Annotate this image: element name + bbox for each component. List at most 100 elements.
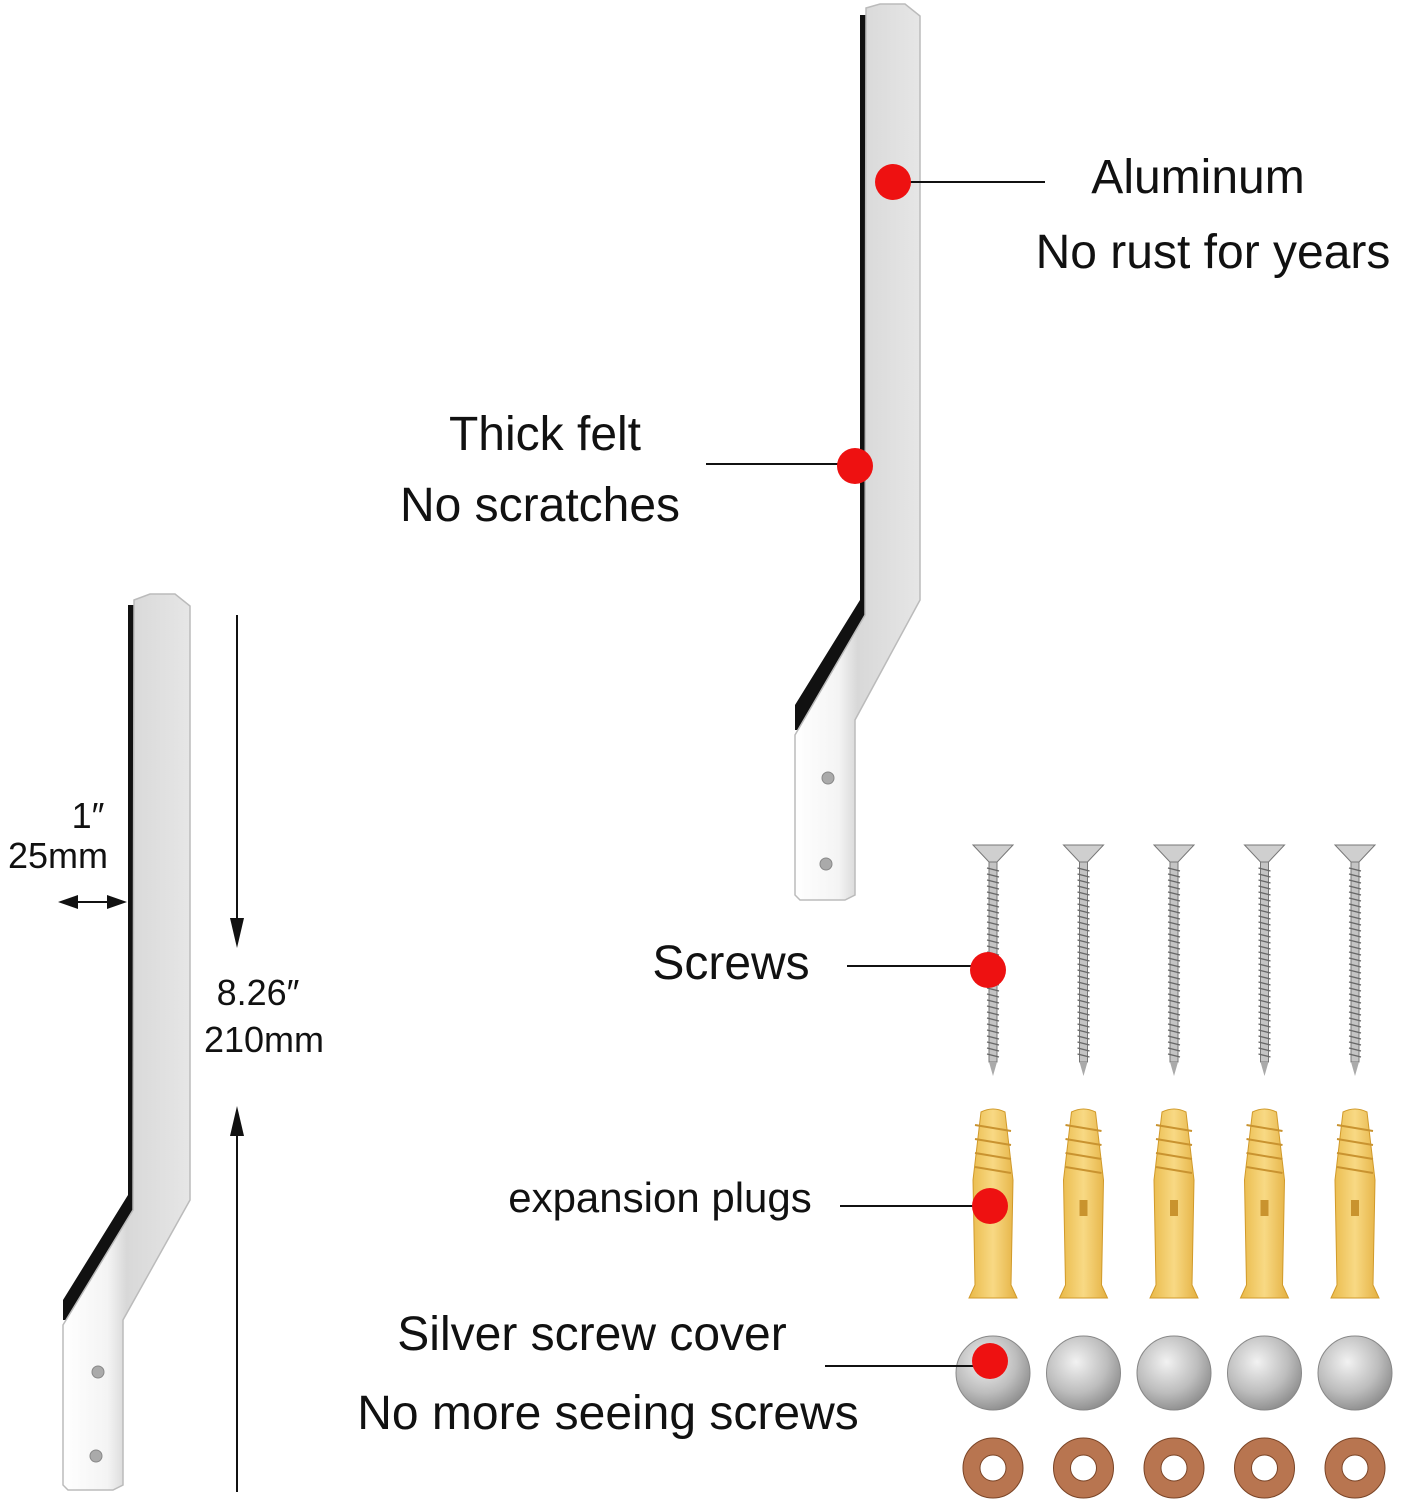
marker-dot xyxy=(972,1343,1008,1379)
callout-felt: Thick felt No scratches xyxy=(400,408,873,532)
screw-thread xyxy=(1167,963,1181,968)
screw-thread xyxy=(1077,933,1090,938)
screw-thread xyxy=(986,933,1000,938)
marker-dot xyxy=(875,164,911,200)
screw-thread xyxy=(1348,1041,1362,1046)
plug-rib xyxy=(1336,1166,1374,1174)
screw xyxy=(1243,844,1286,1076)
screw-cover xyxy=(1317,1335,1393,1411)
screw-thread xyxy=(1077,927,1090,932)
screw-thread xyxy=(986,867,1000,872)
screw-thread xyxy=(1348,999,1362,1004)
plug-rib xyxy=(1065,1152,1102,1160)
screw-thread xyxy=(1167,945,1181,950)
screw-thread xyxy=(1077,867,1090,872)
plug-rib xyxy=(974,1152,1012,1160)
plug-rib xyxy=(1065,1138,1102,1146)
screw-thread xyxy=(1258,909,1271,914)
callout-title: Screws xyxy=(652,937,809,990)
width-inches: 1″ xyxy=(72,795,105,836)
screw-thread xyxy=(1077,945,1090,950)
screw-thread xyxy=(1167,1023,1181,1028)
screw-thread xyxy=(986,1005,1000,1010)
plug-slot xyxy=(1170,1200,1178,1216)
plug-slot xyxy=(1260,1200,1269,1216)
screw-thread xyxy=(1258,969,1271,974)
marker-dot xyxy=(970,952,1006,988)
screw-thread xyxy=(1077,873,1090,878)
washer-hole xyxy=(1070,1454,1097,1482)
screw-thread xyxy=(1077,897,1090,902)
screw-thread xyxy=(1167,927,1181,932)
plug-slot xyxy=(1079,1200,1088,1216)
bracket-left xyxy=(62,593,191,1491)
screw-thread xyxy=(986,1047,1000,1052)
callout-subtitle: No more seeing screws xyxy=(357,1387,859,1440)
screw-thread xyxy=(1167,957,1181,962)
plug-rib xyxy=(974,1166,1012,1174)
screw-thread xyxy=(1258,1005,1271,1010)
screw-thread xyxy=(1258,915,1271,920)
screw-thread xyxy=(1167,951,1181,956)
bracket-top xyxy=(794,3,921,901)
screw-thread xyxy=(986,939,1000,944)
plug-slot xyxy=(1351,1200,1359,1216)
plug-rib xyxy=(1336,1152,1374,1160)
cover-washer xyxy=(1324,1437,1386,1499)
screw-thread xyxy=(986,993,1000,998)
screw-thread xyxy=(1077,987,1090,992)
screw-thread xyxy=(986,987,1000,992)
screw-thread xyxy=(986,1029,1000,1034)
callout-title: Silver screw cover xyxy=(397,1308,786,1361)
expansion-plug xyxy=(1330,1108,1380,1299)
screw-thread xyxy=(1348,927,1362,932)
screw-thread xyxy=(1167,1053,1181,1058)
expansion-plug xyxy=(1149,1108,1199,1299)
screw-thread xyxy=(1258,897,1271,902)
screw-thread xyxy=(1077,1035,1090,1040)
callout-title: expansion plugs xyxy=(508,1174,812,1221)
screw-thread xyxy=(1258,963,1271,968)
screw-cover xyxy=(1046,1335,1121,1411)
screw-tip xyxy=(1260,1062,1269,1076)
screw-thread xyxy=(1348,903,1362,908)
plug-rib xyxy=(1065,1166,1102,1174)
screw-thread xyxy=(1167,909,1181,914)
screw-thread xyxy=(1077,1041,1090,1046)
washer-hole xyxy=(979,1454,1007,1482)
screw-thread xyxy=(1348,897,1362,902)
screw-tip xyxy=(989,1062,997,1076)
aluminum-bar xyxy=(62,593,191,1491)
screw-thread xyxy=(1167,879,1181,884)
screw-thread xyxy=(1077,1053,1090,1058)
screw-thread xyxy=(1167,987,1181,992)
screw-thread xyxy=(1077,915,1090,920)
screw-thread xyxy=(1258,1047,1271,1052)
screw-thread xyxy=(1077,975,1090,980)
screw-thread xyxy=(1167,993,1181,998)
screw-thread xyxy=(1077,903,1090,908)
screw-thread xyxy=(1167,873,1181,878)
expansion-plug xyxy=(1058,1108,1109,1299)
screw-thread xyxy=(1258,981,1271,986)
callout-aluminum: Aluminum No rust for years xyxy=(875,151,1390,279)
callout-cover: Silver screw cover No more seeing screws xyxy=(357,1308,1008,1440)
plug-rib xyxy=(1155,1138,1193,1146)
screw-tip xyxy=(1351,1062,1359,1076)
screw-thread xyxy=(1348,951,1362,956)
screw-thread xyxy=(1167,891,1181,896)
washer-hole xyxy=(1160,1454,1188,1482)
screw xyxy=(1062,844,1105,1076)
screw-thread xyxy=(986,891,1000,896)
plug-rib xyxy=(1336,1138,1374,1146)
screw-thread xyxy=(1348,891,1362,896)
plug-rib xyxy=(1246,1166,1283,1174)
washer-hole xyxy=(1251,1454,1278,1482)
arrow-down-icon xyxy=(230,918,244,948)
screw-thread xyxy=(1077,891,1090,896)
screw-thread xyxy=(1348,879,1362,884)
screw-thread xyxy=(1167,1029,1181,1034)
screw-thread xyxy=(986,1053,1000,1058)
aluminum-bar xyxy=(794,3,921,901)
screw-thread xyxy=(1167,1011,1181,1016)
